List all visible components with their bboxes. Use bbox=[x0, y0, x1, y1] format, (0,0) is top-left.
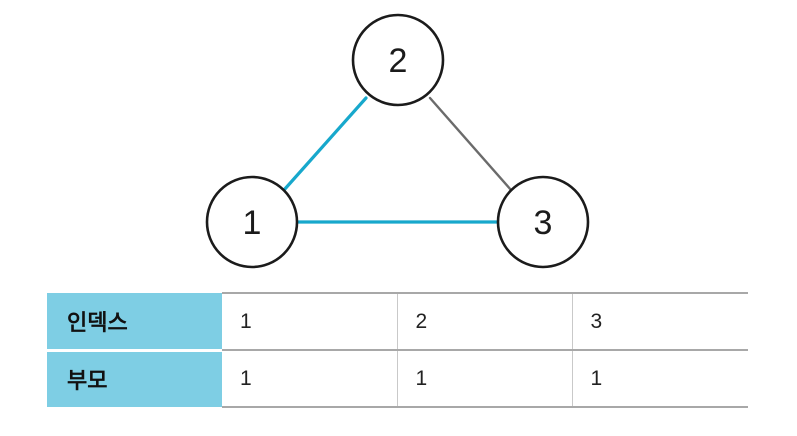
table-cell: 2 bbox=[396, 292, 573, 351]
table-row: 인덱스 1 2 3 bbox=[47, 292, 748, 352]
node-label-2: 2 bbox=[389, 42, 408, 80]
table-row: 부모 1 1 1 bbox=[47, 350, 748, 408]
node-label-1: 1 bbox=[243, 204, 262, 242]
table-cell: 3 bbox=[571, 292, 748, 351]
graph-figure: 1 2 3 bbox=[205, 13, 590, 269]
edge-1-2 bbox=[282, 96, 368, 192]
table-cell: 1 bbox=[571, 350, 748, 408]
graph-node-2[interactable]: 2 bbox=[351, 13, 445, 107]
row-header-parent: 부모 bbox=[47, 350, 222, 407]
node-label-3: 3 bbox=[534, 204, 553, 242]
parent-array-table: 인덱스 1 2 3 부모 1 1 1 bbox=[47, 292, 748, 408]
node-circle-3 bbox=[496, 175, 590, 269]
row-header-index: 인덱스 bbox=[47, 293, 222, 352]
node-circle-1 bbox=[205, 175, 299, 269]
graph-node-1[interactable]: 1 bbox=[205, 175, 299, 269]
table-cell: 1 bbox=[222, 350, 398, 408]
table-cell: 1 bbox=[222, 292, 398, 351]
union-find-graph: 1 2 3 bbox=[205, 13, 590, 269]
graph-node-3[interactable]: 3 bbox=[496, 175, 590, 269]
edge-2-3 bbox=[428, 96, 513, 192]
table-cell: 1 bbox=[396, 350, 573, 408]
node-circle-2 bbox=[351, 13, 445, 107]
